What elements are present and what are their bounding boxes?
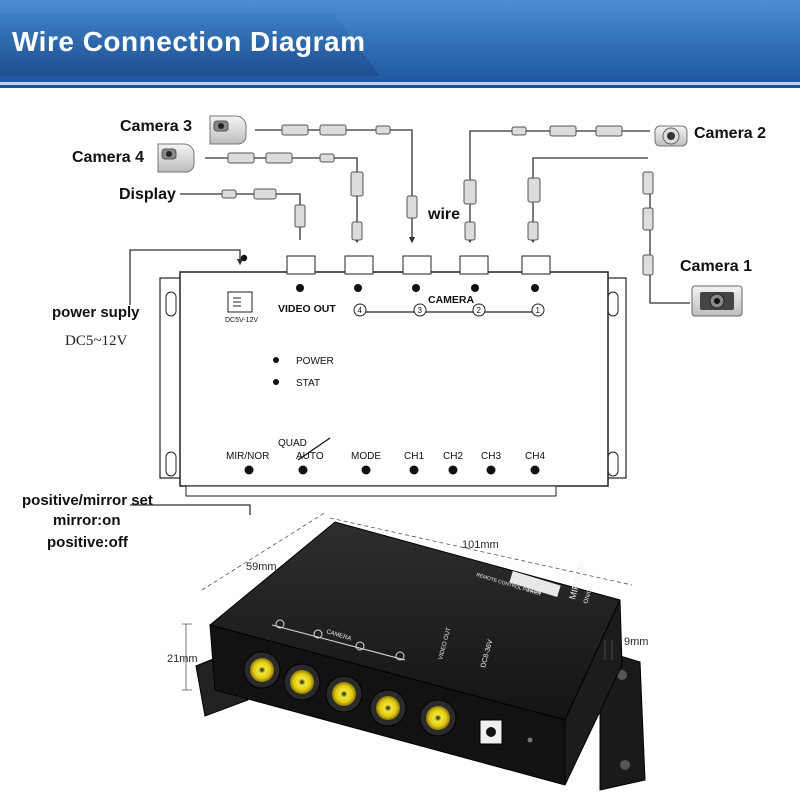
btn-label-ch1: CH1 xyxy=(404,451,424,462)
video-out-label: VIDEO OUT xyxy=(278,303,336,315)
label-display: Display xyxy=(119,186,176,203)
port-number-3: 3 xyxy=(418,306,423,315)
dimension-length: 101mm xyxy=(462,539,499,551)
label-positive-off: positive:off xyxy=(47,534,128,551)
btn-label-ch2: CH2 xyxy=(443,451,463,462)
camera-ports-label: CAMERA xyxy=(428,294,474,306)
cable-connectors xyxy=(221,124,654,276)
port-number-1: 1 xyxy=(536,306,541,315)
label-wire: wire xyxy=(428,206,461,223)
camera-3-icon xyxy=(209,115,247,145)
page-title: Wire Connection Diagram xyxy=(12,26,366,57)
port-number-2: 2 xyxy=(477,306,482,315)
rca-jacks xyxy=(243,651,457,737)
device-top-view xyxy=(159,254,627,497)
label-camera-4: Camera 4 xyxy=(72,149,145,166)
label-mirror-on: mirror:on xyxy=(53,512,121,529)
label-camera-3: Camera 3 xyxy=(120,118,193,135)
photo-keys-label: 1234 xyxy=(525,585,542,596)
label-positive-mirror-set: positive/mirror set xyxy=(22,492,153,509)
dimension-width: 59mm xyxy=(246,561,277,573)
dimension-height: 21mm xyxy=(167,653,198,665)
label-power-supply: power suply xyxy=(52,304,140,321)
camera-4-icon xyxy=(157,143,195,173)
btn-label-ch4: CH4 xyxy=(525,451,545,462)
camera-1-icon xyxy=(691,285,743,317)
dimension-flange: 9mm xyxy=(624,636,648,648)
stat-led-label: STAT xyxy=(296,378,320,389)
dimension-lines xyxy=(182,511,633,691)
power-led-label: POWER xyxy=(296,356,334,367)
dc-jack-label: DC5V-12V xyxy=(225,317,258,324)
title-banner: Wire Connection Diagram xyxy=(0,0,800,88)
camera-2-icon xyxy=(654,125,688,147)
label-camera-2: Camera 2 xyxy=(694,125,767,142)
title-tab xyxy=(0,14,380,76)
port-number-4: 4 xyxy=(358,306,363,315)
btn-label-ch3: CH3 xyxy=(481,451,501,462)
btn-label-mir-nor: MIR/NOR xyxy=(226,451,269,462)
label-camera-1: Camera 1 xyxy=(680,258,753,275)
btn-label-auto: AUTO xyxy=(296,451,324,462)
label-power-range: DC5~12V xyxy=(65,333,128,349)
banner-divider xyxy=(0,82,800,85)
btn-label-mode: MODE xyxy=(351,451,381,462)
device-photo xyxy=(195,521,646,791)
quad-label: QUAD xyxy=(278,438,307,449)
